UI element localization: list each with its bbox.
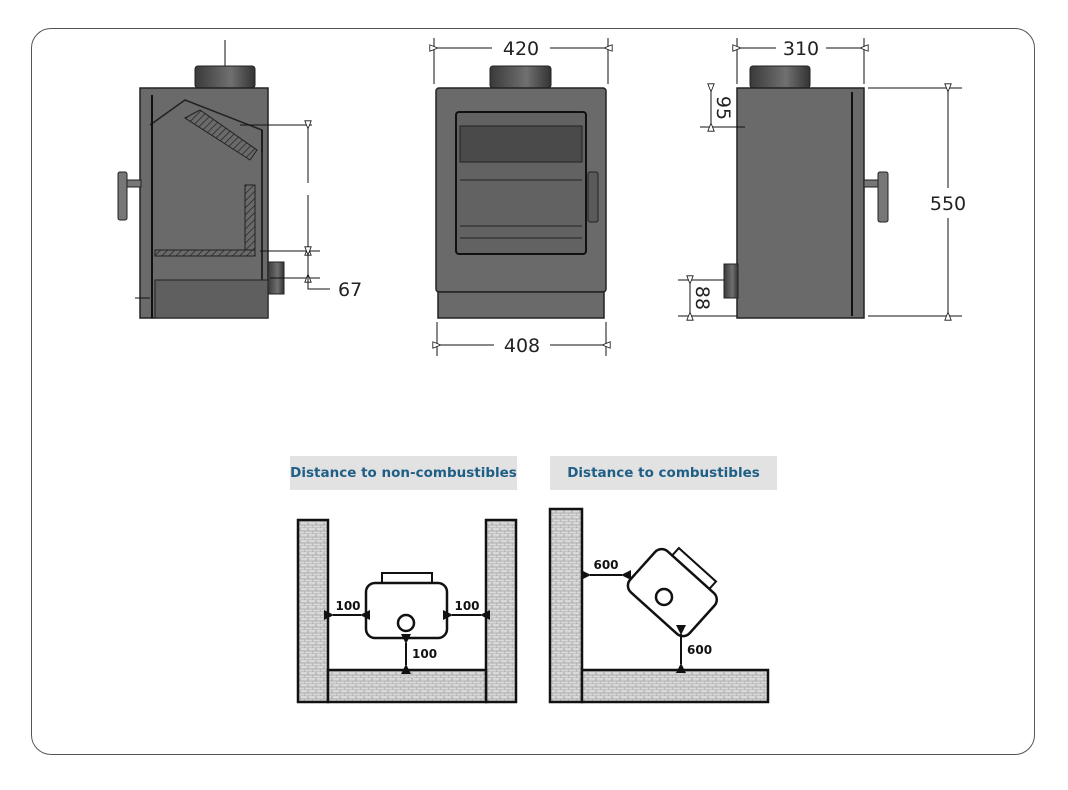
side-exterior-view: 310 550 95 88 xyxy=(678,38,966,318)
right-clearance: 100 xyxy=(454,599,479,613)
rear-outlet-dimension: 88 xyxy=(691,286,713,310)
diagram-frame xyxy=(31,28,1035,755)
front-view: 420 408 xyxy=(434,38,608,357)
front-clearance: 100 xyxy=(412,647,437,661)
combustibles-title: Distance to combustibles xyxy=(550,456,777,490)
width-base-dimension: 408 xyxy=(504,335,540,357)
height-dimension: 550 xyxy=(930,193,966,215)
flue-offset-dimension: 95 xyxy=(712,96,734,120)
non-combustibles-diagram: 100 100 100 xyxy=(296,518,518,704)
width-top-dimension: 420 xyxy=(503,38,539,60)
side-outlet-dimension: 67 xyxy=(338,279,362,301)
rear-clearance: 600 xyxy=(687,643,712,657)
non-combustibles-title: Distance to non-combustibles xyxy=(290,456,517,490)
combustibles-diagram: 600 600 xyxy=(548,507,770,704)
depth-dimension: 310 xyxy=(783,38,819,60)
side-section-view: 67 xyxy=(117,40,362,319)
side-clearance: 600 xyxy=(593,558,618,572)
left-clearance: 100 xyxy=(335,599,360,613)
